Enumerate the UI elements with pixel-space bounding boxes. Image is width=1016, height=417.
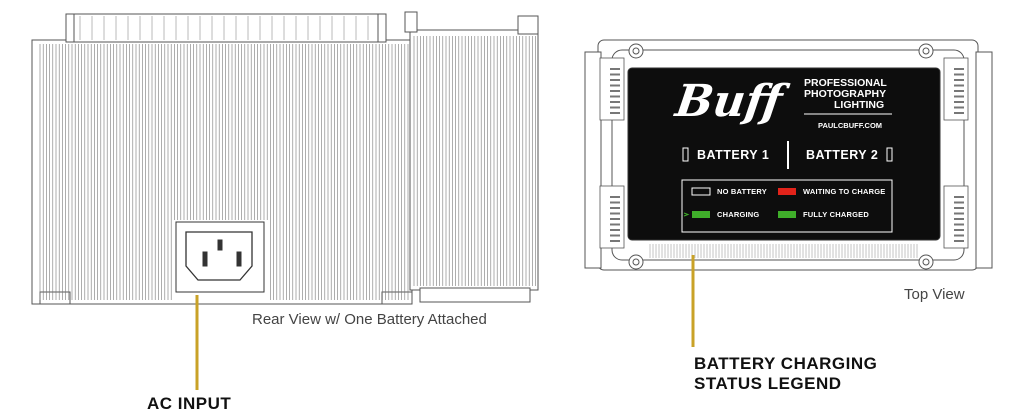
battery1-indicator [682, 147, 689, 162]
connector-pin [610, 68, 620, 70]
connector-pin [610, 212, 620, 215]
connector-pin [954, 229, 964, 231]
fully-charged-swatch [778, 211, 796, 218]
tagline-line2: PHOTOGRAPHY [804, 88, 887, 100]
connector-pin [954, 218, 964, 220]
top-view-caption: Top View [904, 286, 965, 303]
legend-fully-charged: FULLY CHARGED [803, 210, 869, 219]
legend-box [681, 179, 893, 233]
tagline-line1: PROFESSIONAL [804, 77, 887, 89]
brand-tagline: PROFESSIONAL PHOTOGRAPHY LIGHTING [804, 78, 904, 111]
connector-pin [954, 234, 964, 237]
legend-title: BATTERY CHARGING STATUS LEGEND [694, 354, 877, 394]
legend-no-battery: NO BATTERY [717, 187, 767, 196]
connector-pin [610, 79, 620, 81]
connector-pin [610, 229, 620, 231]
connector-pin [954, 95, 964, 98]
battery2-label: BATTERY 2 [806, 148, 879, 162]
connector-pin [954, 223, 964, 226]
connector-pin [954, 207, 964, 209]
connector-pin [954, 240, 964, 242]
connector-pin [954, 73, 964, 76]
connector-pin [610, 95, 620, 98]
no-battery-swatch [691, 187, 711, 196]
battery1-label: BATTERY 1 [697, 148, 770, 162]
connector-pin [610, 90, 620, 92]
connector-pin [610, 240, 620, 242]
brand-logo: Buff [672, 76, 786, 127]
legend-title-line2: STATUS LEGEND [694, 374, 842, 393]
battery2-indicator [886, 147, 893, 162]
connector-pin [610, 196, 620, 198]
connector-pin [954, 201, 964, 204]
tagline-line3: LIGHTING [834, 99, 885, 111]
connector-pin [954, 79, 964, 81]
connector-pin [610, 112, 620, 114]
connector-pin [610, 218, 620, 220]
connector-pin [954, 106, 964, 109]
control-panel [627, 67, 941, 241]
connector-pin [954, 212, 964, 215]
connector-pin [610, 106, 620, 109]
connector-pin [610, 73, 620, 76]
connector-pin [954, 68, 964, 70]
charging-swatch [692, 211, 710, 218]
website-label: PAULCBUFF.COM [818, 121, 883, 130]
rear-view-caption: Rear View w/ One Battery Attached [252, 311, 487, 328]
connector-pin [954, 112, 964, 114]
waiting-swatch [778, 188, 796, 195]
ac-inlet [175, 221, 265, 293]
connector-pin [954, 84, 964, 87]
connector-pin [610, 201, 620, 204]
legend-title-line1: BATTERY CHARGING [694, 354, 878, 373]
connector-pin [610, 223, 620, 226]
legend-charging: CHARGING [717, 210, 760, 219]
connector-pin [610, 101, 620, 103]
connector-pin [954, 101, 964, 103]
ac-input-label: AC INPUT [147, 394, 232, 413]
connector-pin [610, 234, 620, 237]
legend-waiting: WAITING TO CHARGE [803, 187, 886, 196]
connector-pin [954, 196, 964, 198]
charging-arrow-icon [683, 212, 690, 217]
connector-pin [610, 207, 620, 209]
connector-pin [610, 84, 620, 87]
connector-pin [954, 90, 964, 92]
